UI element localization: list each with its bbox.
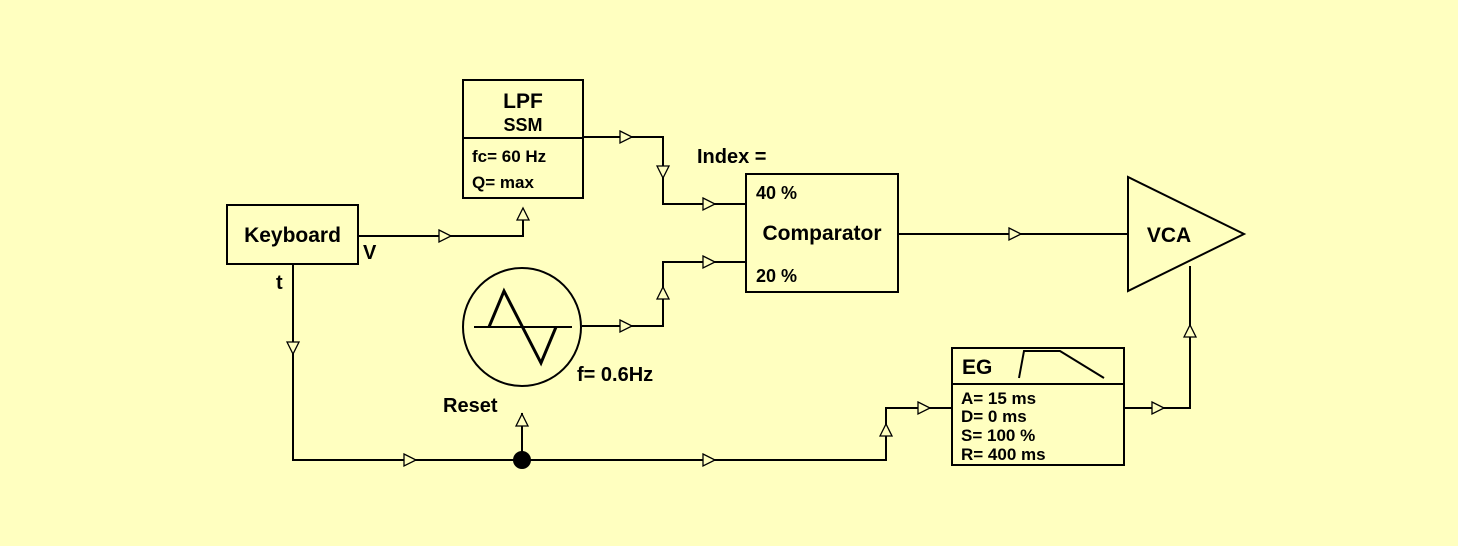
vca-label: VCA [1147, 224, 1191, 247]
arrow-up [1182, 323, 1198, 338]
arrow-up [878, 422, 894, 437]
arrow-right [1008, 226, 1023, 242]
oscillator-frequency: f= 0.6Hz [577, 364, 653, 386]
signal-arrows [285, 129, 1198, 468]
arrow-right [702, 196, 717, 212]
comparator-index-label: Index = [697, 146, 766, 168]
oscillator-module: f= 0.6Hz Reset [443, 267, 653, 417]
oscillator-reset-label: Reset [443, 395, 498, 417]
adsr-envelope-icon [1018, 350, 1105, 379]
arrow-right [619, 129, 634, 145]
arrow-up [514, 412, 530, 427]
lpf-module: LPF SSM fc= 60 Hz Q= max [462, 79, 584, 199]
arrow-right [403, 452, 418, 468]
arrow-right [917, 400, 932, 416]
arrow-down [285, 341, 301, 356]
arrow-right [702, 254, 717, 270]
arrow-down [655, 165, 671, 180]
vca-module: VCA [1127, 175, 1247, 293]
comparator-module: Index = 40 % Comparator 20 % [697, 146, 899, 293]
wire-keyboard-t-gate [292, 264, 952, 461]
lpf-resonance: Q= max [472, 173, 534, 192]
comparator-top-percent: 40 % [756, 183, 797, 203]
lpf-cutoff: fc= 60 Hz [472, 147, 546, 166]
eg-title: EG [962, 356, 992, 379]
comparator-label: Comparator [762, 222, 881, 245]
arrow-right [619, 318, 634, 334]
arrow-up [515, 206, 531, 221]
keyboard-label: Keyboard [244, 224, 341, 247]
comparator-bottom-percent: 20 % [756, 266, 797, 286]
triangle-wave-icon [474, 287, 572, 367]
lpf-title: LPF [503, 90, 543, 113]
eg-module: EG A= 15 ms D= 0 ms S= 100 % R= 400 ms [951, 347, 1125, 466]
arrow-up [655, 285, 671, 300]
wire-eg-to-vca [1124, 266, 1191, 409]
eg-attack: A= 15 ms [961, 389, 1036, 408]
eg-decay: D= 0 ms [961, 407, 1027, 426]
lpf-subtitle: SSM [503, 115, 542, 135]
keyboard-module: Keyboard V t [226, 204, 377, 294]
arrow-right [1151, 400, 1166, 416]
eg-sustain: S= 100 % [961, 426, 1035, 445]
eg-release: R= 400 ms [961, 445, 1046, 464]
arrow-right [702, 452, 717, 468]
keyboard-t-output-label: t [276, 272, 283, 294]
arrow-right [438, 228, 453, 244]
junction-dot [513, 451, 531, 469]
keyboard-v-output-label: V [363, 242, 377, 264]
